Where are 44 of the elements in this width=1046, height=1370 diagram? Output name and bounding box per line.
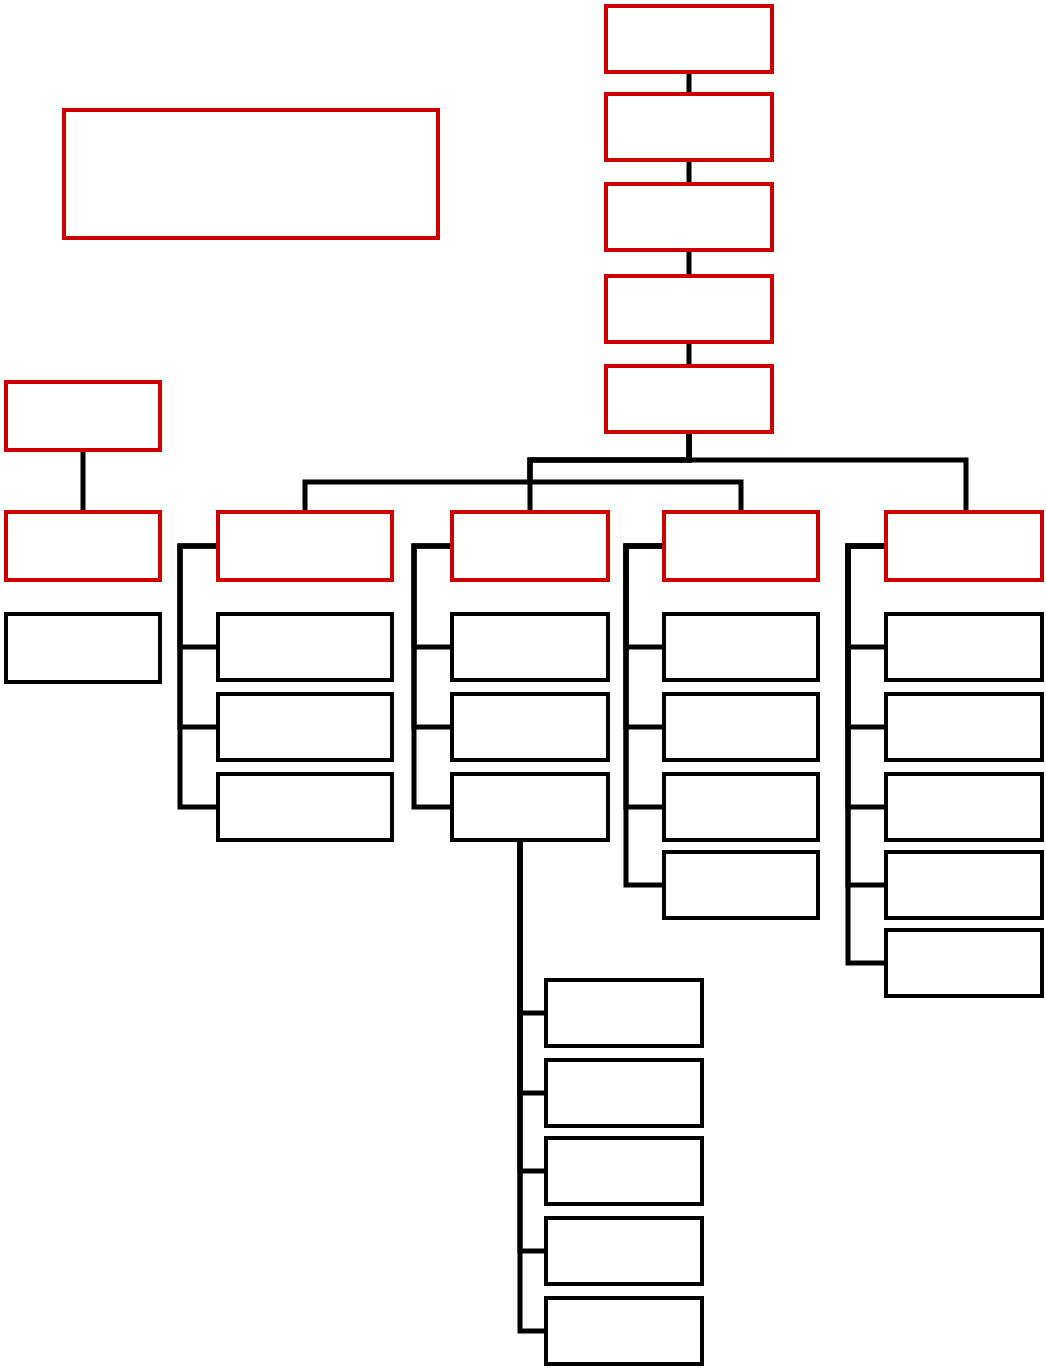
- empty-box: [216, 510, 394, 582]
- empty-box: [450, 612, 610, 682]
- empty-box: [604, 92, 774, 162]
- connector-line: [80, 452, 86, 510]
- empty-box: [4, 510, 162, 582]
- empty-box: [662, 850, 820, 920]
- empty-box: [216, 612, 394, 682]
- connector-line: [686, 252, 692, 274]
- empty-box: [604, 274, 774, 344]
- connector-line: [686, 344, 692, 364]
- empty-box: [216, 692, 394, 762]
- empty-box: [604, 4, 774, 74]
- connector-line: [177, 543, 216, 810]
- empty-box: [216, 772, 394, 842]
- empty-box: [884, 928, 1044, 998]
- empty-box: [544, 1136, 704, 1206]
- empty-box: [884, 850, 1044, 920]
- empty-box: [544, 1058, 704, 1128]
- connector-line: [411, 543, 450, 810]
- empty-box: [604, 182, 774, 252]
- connector-line: [623, 543, 662, 888]
- connector-line: [845, 543, 884, 966]
- empty-box: [662, 612, 820, 682]
- empty-box: [884, 612, 1044, 682]
- empty-box: [884, 772, 1044, 842]
- empty-box: [544, 1216, 704, 1286]
- empty-box: [884, 692, 1044, 762]
- empty-box: [4, 612, 162, 684]
- empty-box: [662, 692, 820, 762]
- empty-box: [4, 380, 162, 452]
- empty-box: [544, 978, 704, 1048]
- connector-line: [686, 162, 692, 182]
- connector-line: [517, 842, 544, 1334]
- empty-box: [450, 692, 610, 762]
- empty-box: [62, 108, 440, 240]
- empty-box: [450, 772, 610, 842]
- empty-box: [450, 510, 610, 582]
- empty-box: [662, 772, 820, 842]
- empty-box: [604, 364, 774, 434]
- empty-box: [884, 510, 1044, 582]
- connector-line: [686, 74, 692, 92]
- connector-line: [686, 434, 969, 510]
- empty-box: [662, 510, 820, 582]
- empty-box: [544, 1296, 704, 1366]
